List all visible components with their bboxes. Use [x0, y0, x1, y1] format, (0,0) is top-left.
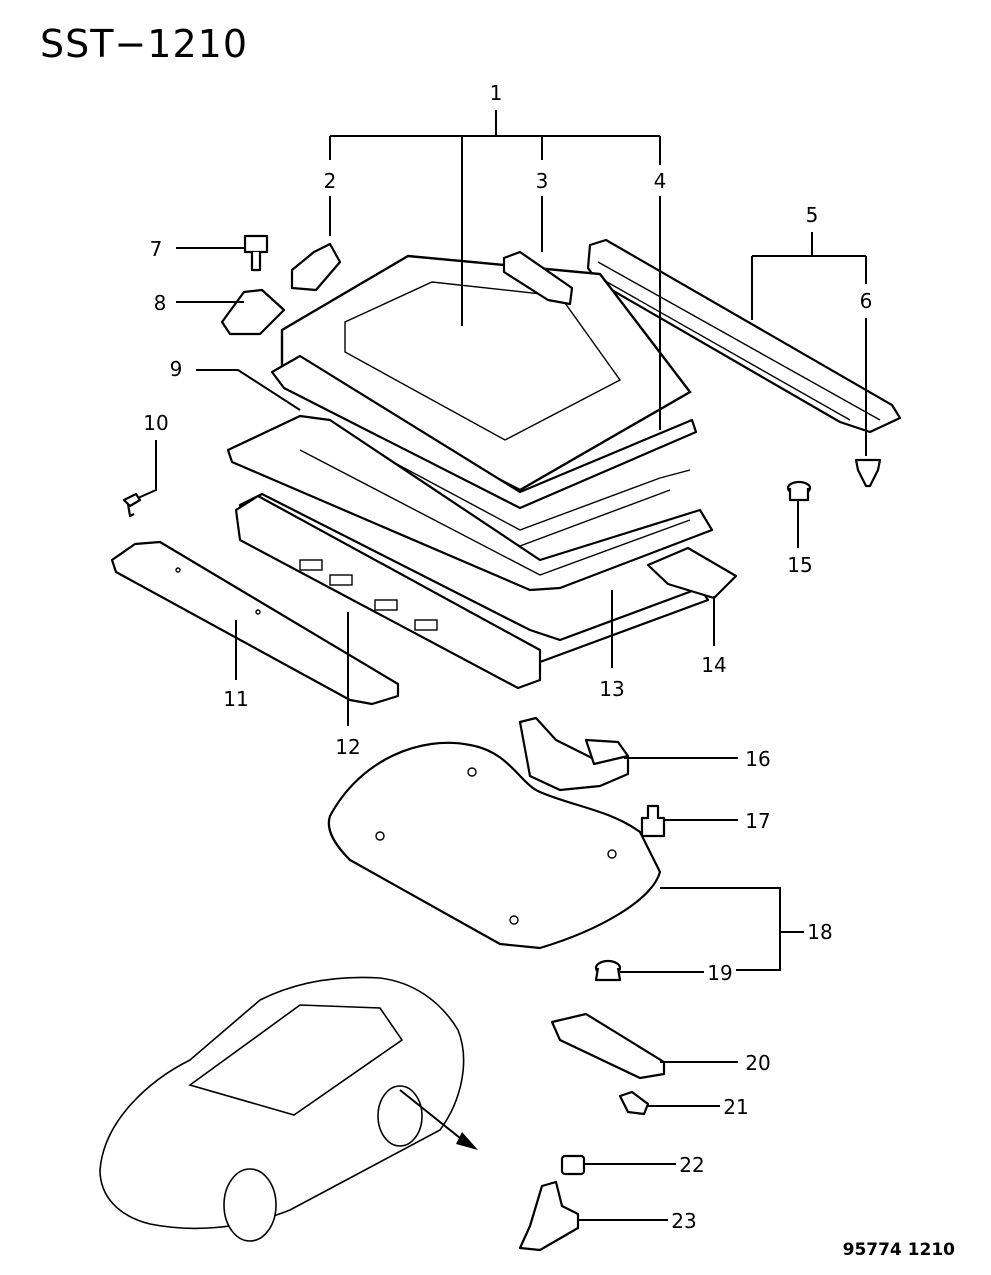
part-18-headliner — [327, 741, 662, 950]
part-19-grommet — [594, 959, 622, 982]
callout-15: 15 — [787, 553, 812, 577]
callout-21: 21 — [723, 1095, 748, 1119]
part-6-clip — [854, 458, 882, 488]
part-17-bolt — [640, 804, 666, 838]
part-3-guide — [502, 250, 574, 306]
part-10-screw — [122, 492, 142, 518]
callout-20: 20 — [745, 1051, 770, 1075]
page-title: SST−1210 — [40, 22, 249, 66]
callout-4: 4 — [654, 169, 667, 193]
part-23-bracket — [518, 1180, 580, 1252]
footer-code: 95774 1210 — [842, 1240, 955, 1260]
part-2-guide — [290, 242, 342, 292]
callout-23: 23 — [671, 1209, 696, 1233]
callout-5: 5 — [806, 203, 819, 227]
part-12-drain-frame — [234, 494, 542, 690]
callout-9: 9 — [170, 357, 183, 381]
part-16-motor — [518, 716, 630, 792]
part-22-nut — [560, 1154, 586, 1176]
callout-19: 19 — [707, 961, 732, 985]
callout-7: 7 — [150, 237, 163, 261]
callout-3: 3 — [536, 169, 549, 193]
callout-8: 8 — [154, 291, 167, 315]
callout-12: 12 — [335, 735, 360, 759]
callout-13: 13 — [599, 677, 624, 701]
callout-18: 18 — [807, 920, 832, 944]
part-7-bolt — [243, 234, 269, 272]
part-5-roof-rail — [586, 238, 902, 434]
callout-11: 11 — [223, 687, 248, 711]
part-15-nut — [786, 480, 812, 502]
callout-16: 16 — [745, 747, 770, 771]
callout-1: 1 — [490, 81, 503, 105]
vehicle-outline — [99, 976, 465, 1242]
callout-22: 22 — [679, 1153, 704, 1177]
part-21-clip — [618, 1090, 650, 1116]
locator-arrow — [399, 1089, 478, 1150]
callout-14: 14 — [701, 653, 726, 677]
part-20-handle — [550, 1012, 666, 1080]
leader-lines — [137, 110, 867, 1221]
callout-6: 6 — [860, 289, 873, 313]
callout-10: 10 — [143, 411, 168, 435]
part-11-rail — [110, 540, 400, 706]
part-8-hinge — [220, 288, 286, 336]
callout-2: 2 — [324, 169, 337, 193]
part-4-seal-frame — [270, 354, 698, 510]
callout-17: 17 — [745, 809, 770, 833]
part-14-bracket — [646, 546, 738, 600]
